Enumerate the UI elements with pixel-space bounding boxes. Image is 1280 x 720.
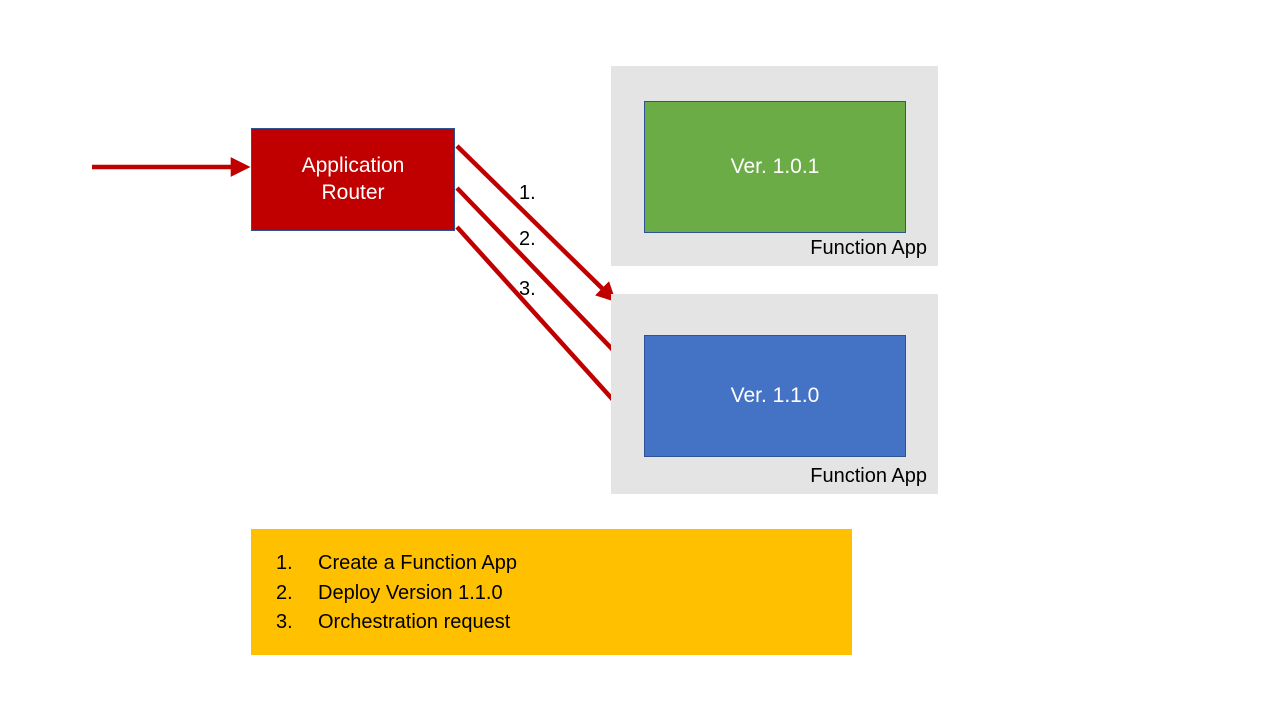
arrow-step-label-1: 1. [519, 182, 536, 204]
application-router-box[interactable]: Application Router [251, 128, 455, 231]
legend-item-3: 3. Orchestration request [276, 608, 852, 638]
legend-item-1-number: 1. [276, 552, 293, 574]
version-box-1-0-1[interactable]: Ver. 1.0.1 [644, 101, 906, 233]
application-router-label: Application Router [302, 153, 405, 207]
legend-box: 1. Create a Function App 2. Deploy Versi… [251, 529, 852, 655]
application-router-label-line1: Application [301, 153, 405, 177]
legend-item-2: 2. Deploy Version 1.1.0 [276, 579, 852, 609]
version-box-1-1-0[interactable]: Ver. 1.1.0 [644, 335, 906, 457]
function-app-container-top[interactable]: Ver. 1.0.1 Function App [611, 66, 938, 266]
legend-item-3-text: Orchestration request [318, 611, 511, 634]
version-label-1-1-0: Ver. 1.1.0 [730, 384, 820, 407]
arrow-step-label-2: 2. [519, 228, 536, 250]
legend-item-2-text: Deploy Version 1.1.0 [318, 581, 503, 604]
arrow-step-label-3: 3. [519, 278, 536, 300]
legend-item-1-text: Create a Function App [318, 552, 518, 574]
function-app-label-top: Function App [810, 237, 927, 259]
arrow-1-create-function-app [455, 144, 617, 303]
application-router-label-line2: Router [321, 180, 385, 204]
function-app-container-bottom[interactable]: Ver. 1.1.0 Function App [611, 294, 938, 494]
legend-item-1: 1. Create a Function App [276, 549, 852, 579]
version-label-1-0-1: Ver. 1.0.1 [730, 155, 820, 178]
legend-item-2-number: 2. [276, 581, 293, 604]
function-app-label-bottom: Function App [810, 465, 927, 487]
legend-item-3-number: 3. [276, 611, 293, 634]
